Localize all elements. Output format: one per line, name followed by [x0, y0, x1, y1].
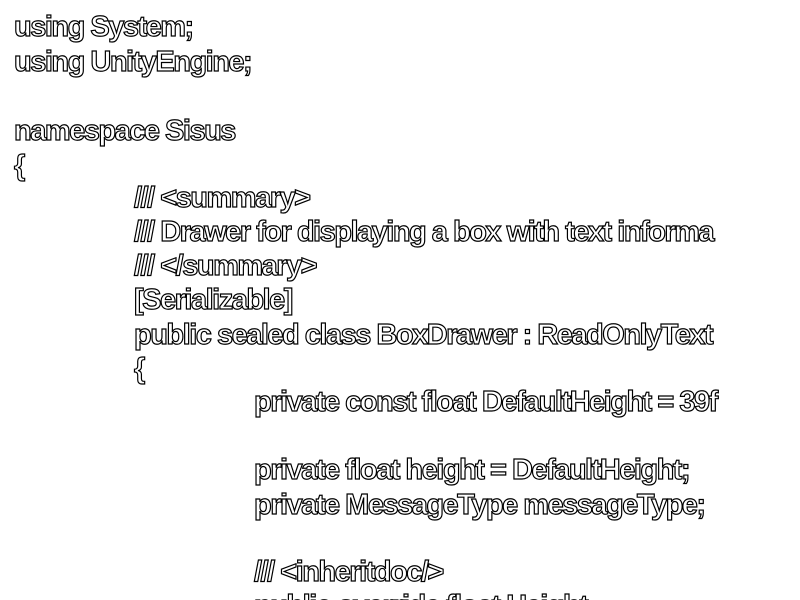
- code-line-serializable-attribute: [Serializable]: [133, 283, 294, 316]
- code-line-height-property: public override float Height: [253, 589, 589, 600]
- code-line-using-unityengine: using UnityEngine;: [13, 45, 253, 78]
- code-line-summary-open: /// <summary>: [133, 181, 311, 214]
- code-line-namespace: namespace Sisus: [13, 114, 237, 147]
- code-line-using-system: using System;: [13, 10, 194, 43]
- code-line-message-type-field: private MessageType messageType;: [253, 488, 706, 521]
- code-line-class-declaration: public sealed class BoxDrawer : ReadOnly…: [133, 318, 714, 351]
- code-line-height-field: private float height = DefaultHeight;: [253, 453, 691, 486]
- code-line-default-height-const: private const float DefaultHeight = 39f: [253, 385, 718, 418]
- code-line-class-open-brace: {: [133, 352, 145, 385]
- code-line-inheritdoc: /// <inheritdoc/>: [253, 555, 445, 588]
- code-line-summary-text: /// Drawer for displaying a box with tex…: [133, 215, 715, 248]
- code-line-summary-close: /// </summary>: [133, 249, 318, 282]
- code-line-open-brace: {: [13, 149, 25, 182]
